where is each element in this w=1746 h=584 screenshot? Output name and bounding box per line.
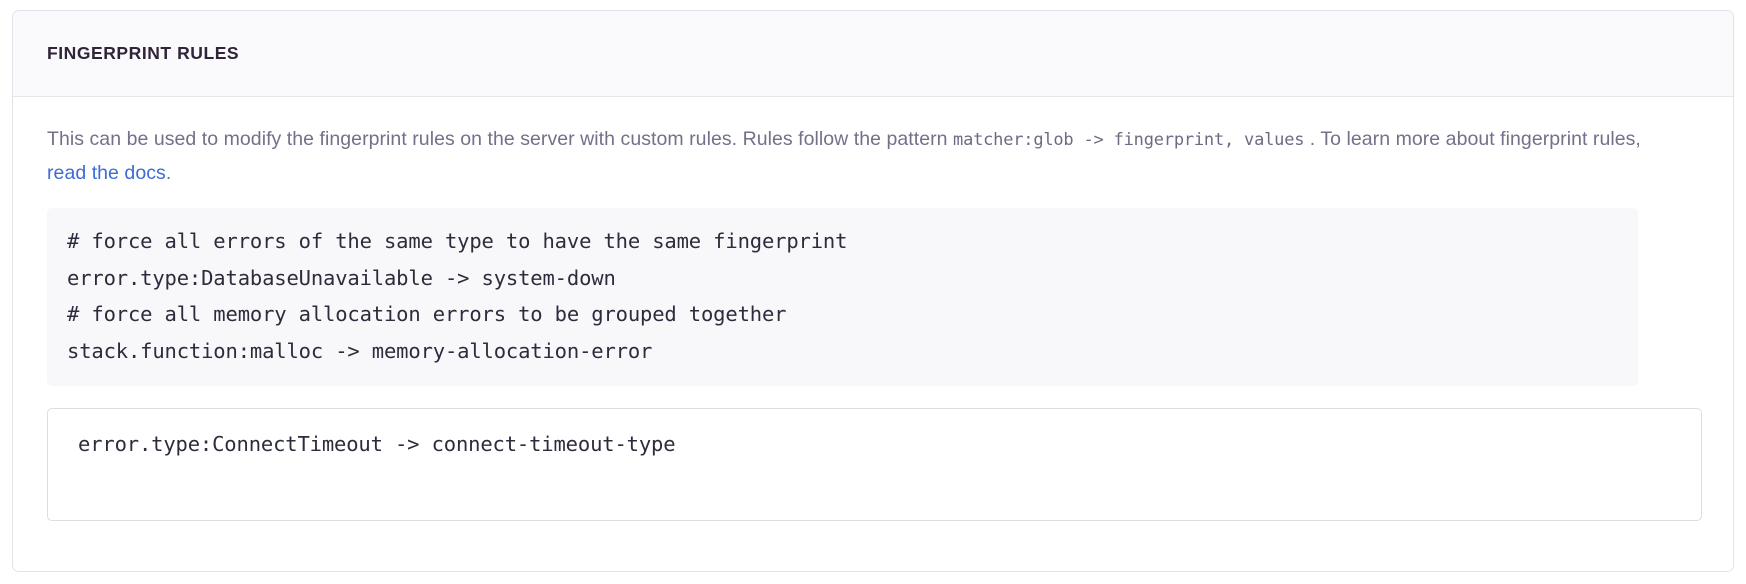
code-sample-line: stack.function:malloc -> memory-allocati… — [67, 338, 653, 363]
fingerprint-rules-panel: FINGERPRINT RULES This can be used to mo… — [12, 10, 1734, 572]
description-part-3: . — [165, 162, 172, 184]
description-part-1: This can be used to modify the fingerpri… — [47, 128, 954, 150]
code-sample-block: # force all errors of the same type to h… — [47, 208, 1638, 386]
fingerprint-rules-input[interactable]: error.type:ConnectTimeout -> connect-tim… — [47, 408, 1702, 521]
fingerprint-rules-input-value[interactable]: error.type:ConnectTimeout -> connect-tim… — [78, 432, 676, 456]
code-sample-line: # force all errors of the same type to h… — [67, 229, 848, 253]
read-the-docs-link[interactable]: read the docs — [47, 162, 166, 184]
description-part-2: . To learn more about fingerprint rules, — [1304, 128, 1641, 150]
panel-header: FINGERPRINT RULES — [13, 11, 1733, 97]
code-sample-line: # force all memory allocation errors to … — [67, 302, 787, 326]
code-sample-line: error.type:DatabaseUnavailable -> system… — [67, 265, 616, 290]
panel-body: This can be used to modify the fingerpri… — [13, 97, 1733, 571]
page-title: FINGERPRINT RULES — [47, 42, 240, 63]
description-text: This can be used to modify the fingerpri… — [47, 123, 1647, 190]
description-inline-code: matcher:glob -> fingerprint, values — [953, 130, 1305, 150]
